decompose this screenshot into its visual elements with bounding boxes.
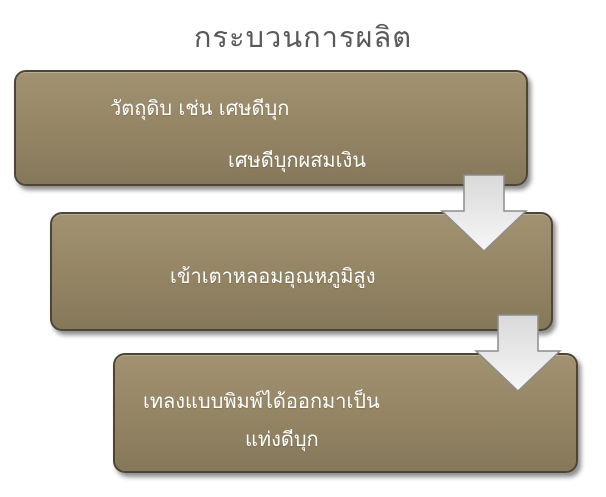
step-2-line-1: เข้าเตาหลอมอุณหภูมิสูง [170,264,376,288]
step-3-line-2: แท่งดีบุก [245,427,319,451]
process-step-1: วัตถุดิบ เช่น เศษดีบุก เศษดีบุกผสมเงิน [14,70,528,186]
process-step-3: เทลงแบบพิมพ์ได้ออกมาเป็น แท่งดีบุก [113,353,578,473]
diagram-title: กระบวนการผลิต [193,20,413,54]
step-1-line-1: วัตถุดิบ เช่น เศษดีบุก [110,96,290,120]
step-1-line-2: เศษดีบุกผสมเงิน [228,148,366,172]
down-arrow-icon [440,174,528,253]
down-arrow-icon [474,314,562,393]
step-3-line-1: เทลงแบบพิมพ์ได้ออกมาเป็น [143,389,380,413]
